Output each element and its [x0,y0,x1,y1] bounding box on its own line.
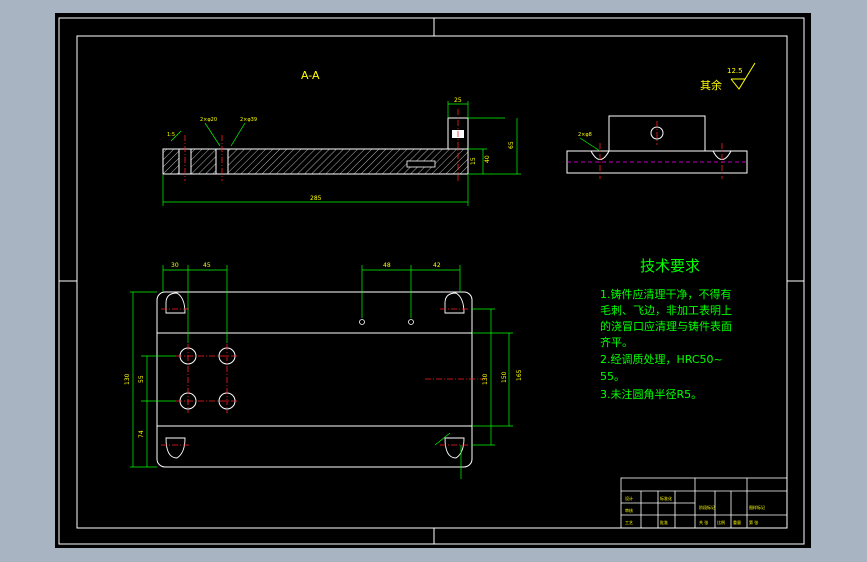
tech-line-5: 2.经调质处理，HRC50~ [600,353,723,366]
callout-front-1: 2×φ20 [200,117,217,123]
dim-plan-left-2: 55 [138,375,145,383]
tech-line-2: 毛刺、飞边，非加工表明上 [600,303,732,317]
dim-plan-right-2: 150 [501,371,508,383]
tech-title: 技术要求 [640,257,700,275]
dim-plan-left-3: 74 [138,430,145,438]
svg-text:阶段标记: 阶段标记 [699,504,715,510]
dim-plan-top-4: 42 [433,262,441,269]
svg-text:图样标记: 图样标记 [749,504,765,510]
callout-front-2: 2×φ39 [240,117,257,123]
svg-text:审核: 审核 [625,507,633,513]
svg-text:批准: 批准 [660,519,668,525]
tech-line-6: 55。 [600,370,625,383]
dim-front-height-3: 65 [508,141,515,149]
title-block [620,477,788,529]
callout-front-3: 1:5 [167,132,175,138]
svg-text:其余: 其余 [700,78,722,92]
cad-viewport[interactable]: A-A [55,13,811,548]
title-block-text: 设计 标准化 审核 工艺 批准 比例 重量 共 张 第 张 阶段标记 图样标记 [625,495,765,525]
surface-finish-symbol: 其余 12.5 [700,62,756,92]
dim-plan-top-1: 30 [171,262,179,269]
dim-front-height-2: 40 [484,155,491,163]
tech-line-7: 3.未注圆角半径R5。 [600,387,702,401]
svg-text:比例: 比例 [717,519,725,525]
side-base [566,150,748,174]
dim-plan-top-3: 48 [383,262,391,269]
svg-text:工艺: 工艺 [625,520,633,525]
plan-view: 30 45 48 42 130 55 74 130 150 165 [124,262,523,479]
plan-small-hole-1 [359,319,365,325]
side-view: 2×φ8 [566,115,748,179]
dim-front-top: 25 [454,97,462,104]
svg-text:共 张: 共 张 [699,519,708,525]
dim-front-height-1: 15 [470,157,477,165]
svg-text:第 张: 第 张 [749,519,758,525]
centering-marks [59,18,804,544]
dim-plan-top-2: 45 [203,262,211,269]
drawing-sheet: A-A [58,17,805,545]
plan-outline [156,291,473,468]
section-label: A-A [301,69,320,82]
outer-border [58,17,805,545]
svg-text:设计: 设计 [625,495,633,501]
dim-plan-right-1: 130 [482,373,489,385]
plan-small-hole-2 [408,319,414,325]
tech-line-3: 的浇冒口应清理与铸件表面 [600,319,732,333]
tech-line-4: 齐平。 [600,335,633,349]
tech-line-1: 1.铸件应清理干净，不得有 [600,287,732,301]
dim-plan-left-1: 130 [124,373,131,385]
tech-requirements: 技术要求 1.铸件应清理干净，不得有 毛刺、飞边，非加工表明上 的浇冒口应清理与… [600,257,732,401]
front-section-view: 285 25 15 40 65 2×φ20 2×φ39 1:5 [162,97,521,206]
svg-text:重量: 重量 [733,519,741,525]
svg-text:12.5: 12.5 [727,67,743,75]
svg-text:标准化: 标准化 [660,495,672,501]
dim-front-length: 285 [310,195,322,202]
side-callout: 2×φ8 [578,132,592,138]
front-step [406,160,436,168]
dim-plan-right-3: 165 [516,369,523,381]
inner-frame [76,35,788,529]
